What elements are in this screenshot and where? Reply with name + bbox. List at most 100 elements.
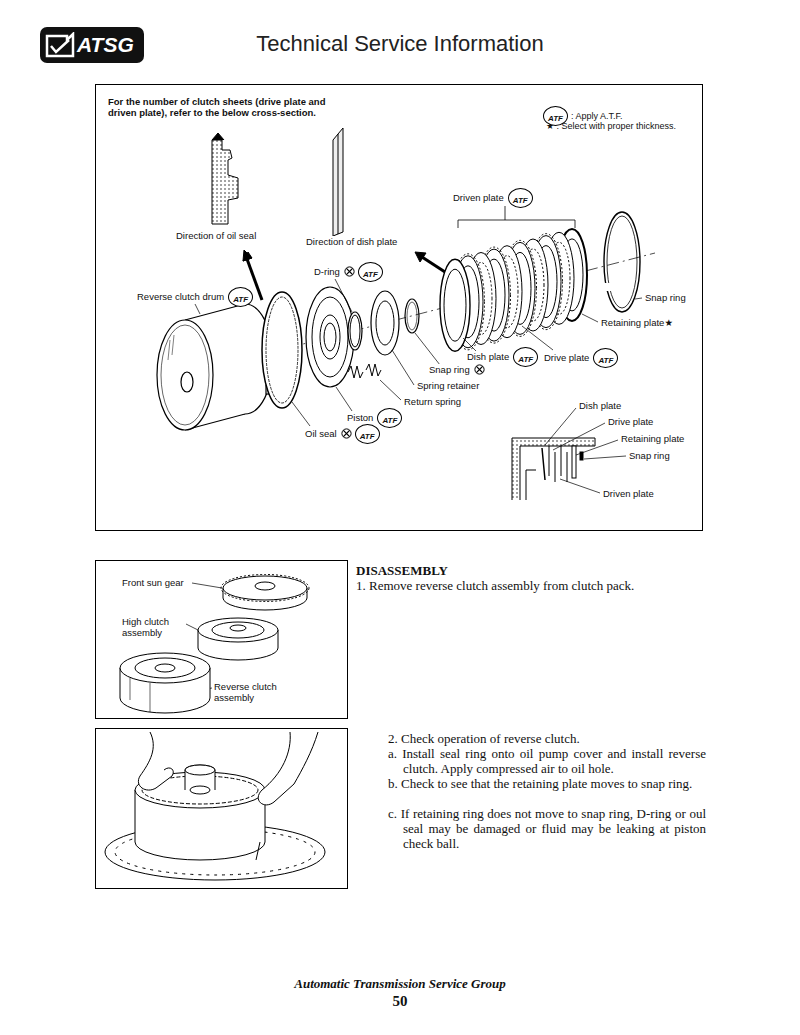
spring-retainer: [371, 291, 399, 355]
d-ring: [348, 312, 362, 350]
check-icon: [45, 32, 75, 58]
clutch-pack-picture: [223, 576, 307, 600]
replace-symbol: [343, 430, 349, 436]
part-label: Direction of dish plate: [305, 236, 398, 247]
picture-frame: [96, 561, 348, 889]
leader-line: [415, 333, 440, 365]
leader-line: [584, 456, 626, 459]
page-number: 50: [0, 993, 800, 1010]
oil-seal-detail: [243, 250, 252, 261]
air-check-picture: [185, 765, 215, 775]
cross-section: [567, 452, 568, 482]
figure-frame: For the number of clutch sheets (drive p…: [95, 84, 703, 531]
part-label: Retaining plate★: [600, 317, 674, 328]
leader-line: [380, 380, 401, 400]
return-spring: [366, 364, 381, 376]
oil-seal-detail: [212, 140, 238, 224]
cross-section: [561, 446, 562, 476]
clutch-pack-picture: [212, 622, 264, 638]
replace-symbol: [474, 364, 485, 375]
leader-line: [336, 387, 352, 411]
legend-text: : Apply A.T.F.: [571, 111, 623, 122]
d-ring: [350, 315, 360, 347]
clutch-pack-picture: [150, 683, 151, 712]
replace-symbol: [343, 430, 349, 436]
atf-mark: ATF: [513, 196, 528, 205]
part-label: Drive plate: [543, 352, 590, 363]
clutch-pack-picture: [120, 575, 309, 714]
section-label: Retaining plate: [620, 433, 685, 444]
plate-bracket: [458, 220, 575, 228]
leader-line: [186, 279, 642, 690]
atf-mark: ATF: [363, 270, 378, 279]
reverse-clutch-drum: [168, 340, 170, 360]
part-label: Piston: [346, 412, 374, 423]
step-text: c. If retaining ring does not move to sn…: [388, 806, 706, 851]
logo-box: ATSG: [40, 27, 144, 63]
large-snap-ring: [603, 283, 611, 291]
dish-plate-detail: [333, 128, 445, 272]
return-spring: [348, 366, 363, 378]
clutch-pack-picture: [120, 653, 210, 683]
air-check-picture: [105, 732, 325, 880]
replace-symbol: [342, 429, 351, 438]
leader-line: [635, 298, 642, 299]
cross-section: [512, 438, 595, 500]
cross-section: [542, 448, 545, 480]
piston: [312, 297, 348, 377]
small-snap-ring: [407, 302, 417, 330]
air-check-picture: [138, 732, 173, 790]
atf-mark: ATF: [548, 114, 563, 123]
atf-oval: ATF: [543, 106, 568, 126]
step-text: b. Check to see that the retaining plate…: [388, 776, 706, 791]
air-check-picture: [258, 732, 318, 805]
oil-seal-ring: [262, 292, 302, 408]
cross-section: [555, 452, 556, 482]
spring-retainer: [371, 291, 399, 355]
replace-symbol: [346, 268, 352, 274]
leader-line: [292, 402, 310, 426]
atf-oval: ATF: [377, 408, 402, 428]
logo-text: ATSG: [77, 33, 134, 57]
section-label: Drive plate: [607, 416, 654, 427]
oil-seal-detail: [212, 133, 262, 300]
section-label: Dish plate: [578, 400, 622, 411]
plate-bracket: [458, 206, 575, 228]
part-label: Oil seal: [304, 428, 338, 439]
atf-oval: ATF: [508, 188, 533, 208]
large-snap-ring: [603, 212, 640, 312]
clutch-pack-picture: [230, 625, 246, 631]
leader-line: [186, 624, 198, 630]
clutch-pack-picture: [198, 618, 278, 642]
clutch-plates: [444, 269, 466, 341]
air-check-picture: [190, 786, 210, 794]
reverse-clutch-drum: [161, 325, 209, 425]
step-text: 2. Check operation of reverse clutch.: [388, 731, 706, 746]
oil-seal-ring: [262, 292, 302, 408]
plate-bracket: [505, 206, 506, 220]
leader-line: [195, 304, 200, 314]
step-text: a. Install seal ring onto oil pump cover…: [388, 746, 706, 776]
clutch-pack-picture: [135, 658, 195, 678]
atf-mark: ATF: [518, 355, 533, 364]
section-label: Snap ring: [628, 450, 671, 461]
atf-oval: ATF: [228, 287, 253, 307]
reverse-clutch-drum: [172, 335, 174, 355]
reverse-clutch-drum: [181, 372, 193, 392]
piston: [320, 315, 340, 359]
part-label: Dish plate: [466, 351, 510, 362]
reverse-clutch-drum: [157, 304, 275, 430]
dish-plate-detail: [415, 252, 426, 262]
part-label: Front sun gear: [121, 577, 185, 588]
cross-section: [512, 438, 595, 500]
picture-frame: [96, 729, 348, 889]
part-label: Reverse clutch assembly: [214, 681, 290, 703]
d-ring: [348, 312, 362, 350]
section-heading: DISASSEMBLY: [356, 563, 706, 578]
leader-line: [335, 279, 352, 312]
part-label: Direction of oil seal: [175, 230, 257, 241]
check-icon: [47, 34, 73, 56]
cross-section: [580, 452, 583, 460]
atf-mark: ATF: [598, 356, 613, 365]
